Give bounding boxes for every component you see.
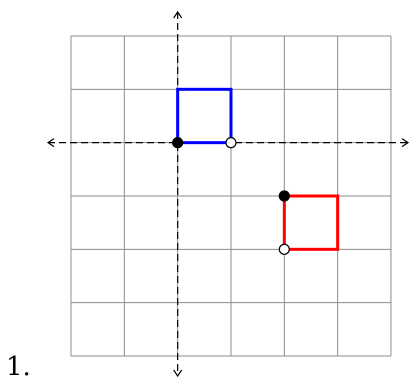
filled-point-blue (172, 137, 184, 149)
blue-square (176, 87, 233, 145)
item-number: 1. (6, 352, 31, 382)
x-axis-arrow-left-icon (46, 138, 55, 148)
y-axis-arrow-up-icon (173, 10, 183, 19)
open-point-red (278, 243, 290, 255)
x-axis-arrow-right-icon (401, 138, 410, 148)
red-square (282, 194, 340, 251)
open-point-blue (225, 137, 237, 149)
filled-point-red (278, 190, 290, 202)
y-axis-arrow-down-icon (173, 369, 183, 378)
